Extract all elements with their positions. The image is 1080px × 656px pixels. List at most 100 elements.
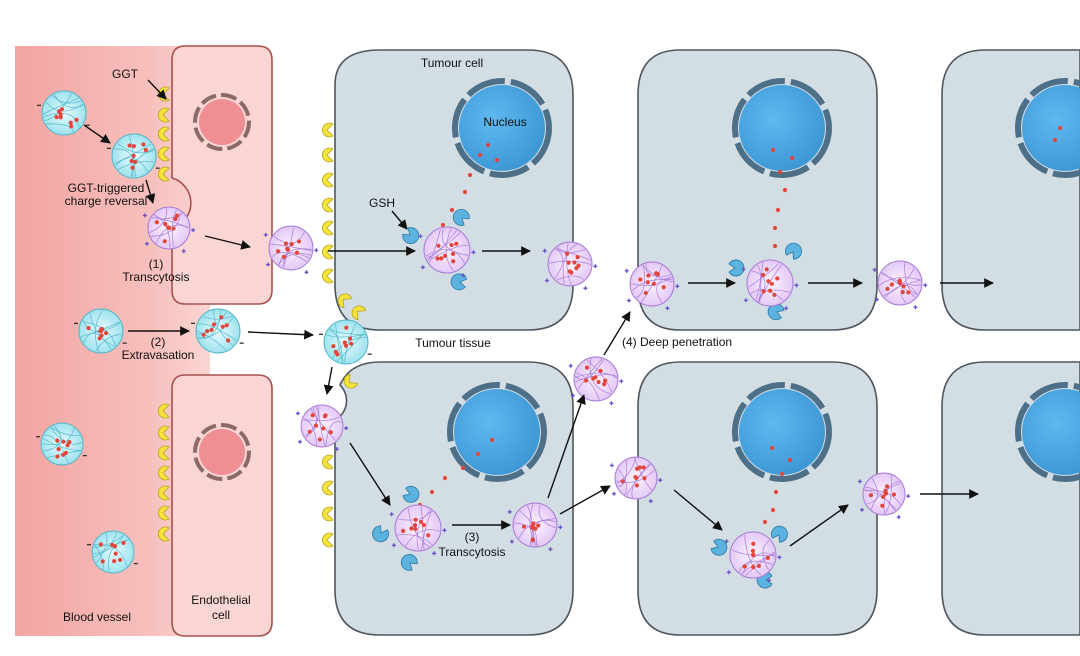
nanoparticle-tissue <box>319 319 372 365</box>
nanoparticle-charge-reversed <box>142 206 196 254</box>
ggt-enzyme <box>321 244 334 260</box>
ggt-enzyme <box>321 506 334 522</box>
label-blood-vessel: Blood vessel <box>63 610 131 624</box>
gsh-molecules <box>372 208 802 589</box>
nanoparticle-cell1-inside <box>418 226 476 278</box>
nucleus-2 <box>732 78 832 178</box>
ggt-enzyme <box>321 122 334 138</box>
drug-dot <box>777 169 783 175</box>
drug-dot <box>485 142 491 148</box>
label-deep-penetration: (4) Deep penetration <box>622 335 732 349</box>
drug-dot <box>772 243 778 249</box>
arrow-cell5-diag <box>673 489 723 531</box>
arrow-cell5-exit <box>789 504 849 547</box>
label-tumour-cell: Tumour cell <box>421 56 483 70</box>
gsh-molecule <box>771 525 788 543</box>
arrow-up-to-deep <box>547 394 586 499</box>
ggt-enzyme <box>321 197 334 213</box>
nanoparticle-deep-penetration <box>568 356 624 406</box>
arrow-charge-reversal-2 <box>145 179 156 204</box>
nanoparticle-cell5-inside <box>724 531 782 583</box>
drug-dot <box>489 437 495 443</box>
nanoparticle-transcytosed-1 <box>263 225 319 275</box>
arrow-to-cell5 <box>559 485 611 515</box>
label-gsh: GSH <box>369 196 395 210</box>
gsh-molecule <box>372 525 389 543</box>
drug-dot <box>772 225 778 231</box>
drug-dot <box>462 189 468 195</box>
endothelial-nucleus-bottom <box>193 423 251 481</box>
nucleus-5 <box>732 382 832 482</box>
ggt-enzyme <box>157 107 170 123</box>
gsh-molecule <box>785 242 802 260</box>
ggt-enzyme <box>343 373 359 389</box>
ggt-enzyme <box>321 454 334 470</box>
label-ggt-triggered: GGT-triggered <box>68 181 145 195</box>
nanoparticle-blood-2 <box>107 133 160 179</box>
ggt-enzyme <box>157 526 170 542</box>
arrow-cell4-diag <box>349 442 391 506</box>
gsh-molecule <box>400 553 418 571</box>
nucleus-3 <box>1015 78 1080 178</box>
gsh-molecule <box>402 485 420 503</box>
nanoparticle-cell4-entry <box>295 404 349 452</box>
nanoparticle-cell5-entry <box>609 456 663 504</box>
nanoparticle-blood-1 <box>37 90 90 136</box>
arrow-ggt-pointer <box>147 79 167 100</box>
ggt-enzyme <box>351 305 367 321</box>
ggt-enzyme <box>321 172 334 188</box>
arrow-extravasation-2 <box>247 329 314 340</box>
drug-dot <box>770 147 776 153</box>
drug-dot <box>449 207 455 213</box>
nanoparticles <box>36 90 928 583</box>
drug-dot <box>467 172 473 178</box>
gsh-molecule <box>710 538 728 556</box>
nanoparticle-extravasation-1 <box>74 308 127 354</box>
ggt-enzyme <box>157 126 170 142</box>
label-transcytosis-3: Transcytosis <box>439 545 506 559</box>
drug-dot <box>769 445 775 451</box>
gsh-molecule <box>402 227 420 245</box>
gsh-molecule <box>452 208 470 226</box>
arrow-transcytosis-1 <box>204 235 251 250</box>
nucleus-6 <box>1015 382 1080 482</box>
arrow-gsh-pointer <box>391 210 408 230</box>
drug-dot <box>762 519 768 525</box>
label-transcytosis-1: Transcytosis <box>123 270 190 284</box>
released-drug-dots <box>417 125 1063 525</box>
drug-dot <box>494 157 500 163</box>
ggt-enzyme <box>321 532 334 548</box>
endothelial-cell-top <box>171 45 273 305</box>
nucleus-4 <box>447 382 547 482</box>
gsh-molecule <box>767 303 785 321</box>
label-charge-reversal: charge reversal <box>65 194 148 208</box>
ggt-enzyme <box>157 425 170 441</box>
ggt-enzyme <box>157 403 170 419</box>
drug-dot <box>1057 125 1063 131</box>
ggt-enzyme <box>157 485 170 501</box>
nanoparticle-cell2-entry <box>624 261 680 311</box>
drug-dot <box>779 471 785 477</box>
drug-dot <box>782 187 788 193</box>
nucleus-1 <box>452 78 552 178</box>
ggt-enzyme <box>337 293 353 309</box>
label-tumour-tissue: Tumour tissue <box>415 336 491 350</box>
ggt-enzyme <box>321 480 334 496</box>
ggt-enzyme <box>157 445 170 461</box>
drug-dot <box>460 465 466 471</box>
label-ggt: GGT <box>112 67 139 81</box>
ggt-enzyme <box>157 146 170 162</box>
drug-dot <box>789 155 795 161</box>
nanoparticle-cell6-entry <box>857 472 911 520</box>
arrow-deep-penetration <box>603 311 631 356</box>
label-transcytosis-3-number: (3) <box>465 530 480 544</box>
ggt-enzyme <box>321 220 334 236</box>
drug-dot <box>775 207 781 213</box>
label-endothelial-cell: cell <box>212 608 230 622</box>
nanoparticle-blood-4 <box>87 530 138 574</box>
nanoparticle-cell4-inside <box>389 504 447 556</box>
arrow-down-to-cell4 <box>323 366 334 395</box>
label-extravasation: Extravasation <box>122 348 195 362</box>
arrows <box>83 79 994 547</box>
